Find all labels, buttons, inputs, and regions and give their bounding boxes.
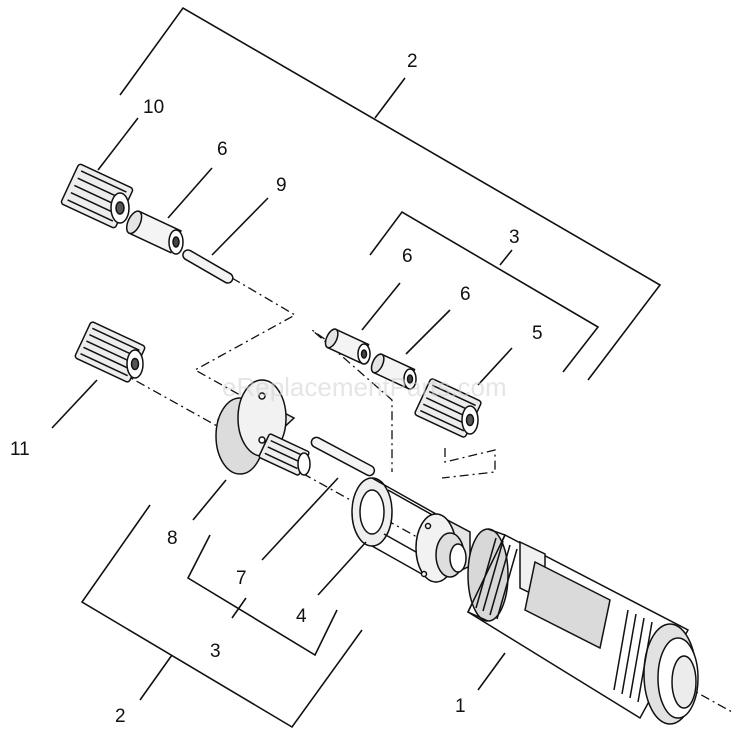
leader-1 [477, 652, 506, 691]
bracket-3-bottom [186, 534, 338, 657]
watermark-text: eReplacementParts.com [222, 372, 507, 402]
callout-2-bottom: 2 [115, 706, 126, 727]
leader-9 [211, 197, 269, 256]
shaft-7 [310, 436, 376, 477]
bushing-6-c [370, 353, 417, 390]
gear-5 [414, 378, 482, 438]
centerline-gear-5 [441, 448, 496, 479]
flange-8 [215, 379, 311, 476]
leader-8 [192, 479, 227, 521]
callout-6-a: 6 [217, 139, 228, 160]
leader-6-c [405, 309, 451, 355]
bushing-6-a [125, 210, 184, 255]
callout-2-top: 2 [407, 51, 418, 72]
callout-11: 11 [10, 439, 30, 460]
callout-9: 9 [276, 175, 287, 196]
leader-7 [261, 477, 339, 561]
bracket-2-top-leader [374, 77, 406, 119]
leader-5 [477, 347, 513, 386]
centerline-pin-9 [193, 277, 297, 396]
housing-threads-left [475, 537, 518, 620]
callout-1: 1 [455, 696, 466, 717]
callout-5: 5 [532, 323, 543, 344]
centerline-bushings-6 [311, 329, 393, 472]
callout-3-top: 3 [509, 227, 520, 248]
gear-11 [74, 321, 146, 383]
bracket-2-bottom [80, 504, 363, 729]
carrier-4 [351, 477, 471, 584]
bracket-2-bottom-leader [139, 654, 173, 701]
housing-1 [466, 528, 699, 725]
bracket-3-bottom-leader [231, 597, 247, 619]
callout-6-c: 6 [460, 284, 471, 305]
callout-4: 4 [296, 606, 307, 627]
leader-6-b [361, 282, 401, 331]
gear-10 [60, 163, 134, 229]
leader-4 [317, 541, 367, 596]
callout-10: 10 [143, 97, 164, 118]
leader-6-a [167, 167, 213, 219]
leader-10 [97, 117, 139, 171]
callout-7: 7 [236, 568, 247, 589]
callout-6-b: 6 [402, 246, 413, 267]
bracket-3-top-leader [499, 249, 513, 266]
bracket-3-top [369, 210, 600, 373]
leader-11 [51, 379, 98, 429]
bushing-6-b [324, 328, 371, 365]
callout-8: 8 [167, 528, 178, 549]
pin-9 [182, 249, 234, 284]
bracket-2-top [119, 6, 662, 381]
callout-3-bottom: 3 [210, 641, 221, 662]
housing-threads-right [613, 609, 653, 703]
